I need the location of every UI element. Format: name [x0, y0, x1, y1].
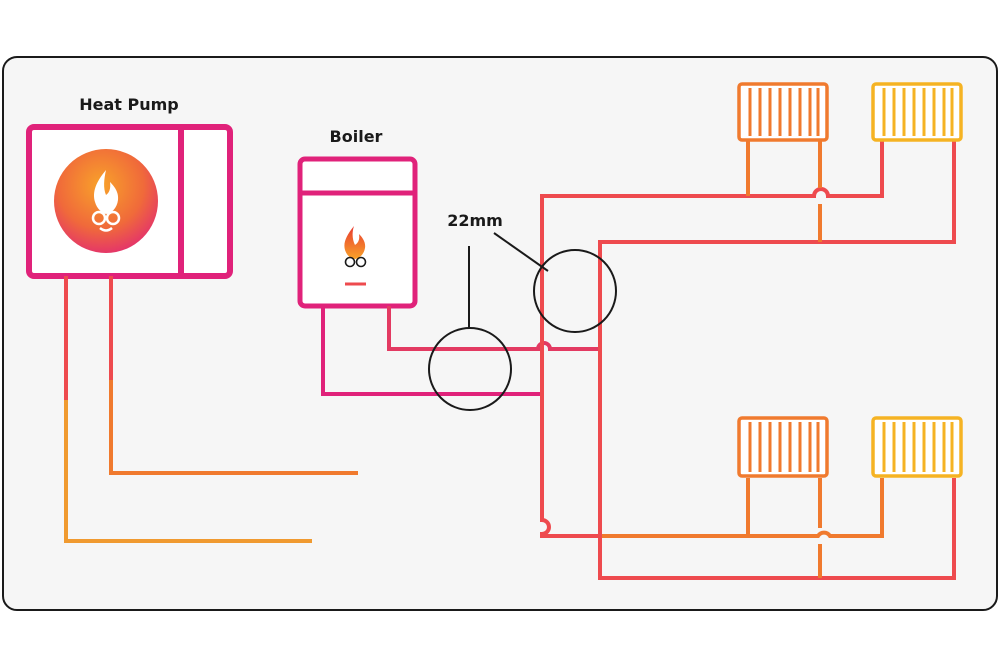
- pipe-size-label: 22mm: [447, 211, 503, 230]
- radiator-icon: [737, 82, 829, 142]
- flame-face-icon: [54, 149, 158, 253]
- radiator-icon: [737, 416, 829, 478]
- boiler-label: Boiler: [330, 127, 383, 146]
- pipe-size-callout: [428, 232, 617, 411]
- radiator-icon: [871, 82, 963, 142]
- heat-pump-pipes: [64, 276, 358, 543]
- heat-pump-label: Heat Pump: [79, 95, 179, 114]
- flame-face-icon: [344, 226, 367, 286]
- distribution-pipes: [540, 140, 956, 580]
- radiator-icon: [871, 416, 963, 478]
- heat-pump-unit: [26, 124, 233, 279]
- boiler-unit: [297, 156, 418, 309]
